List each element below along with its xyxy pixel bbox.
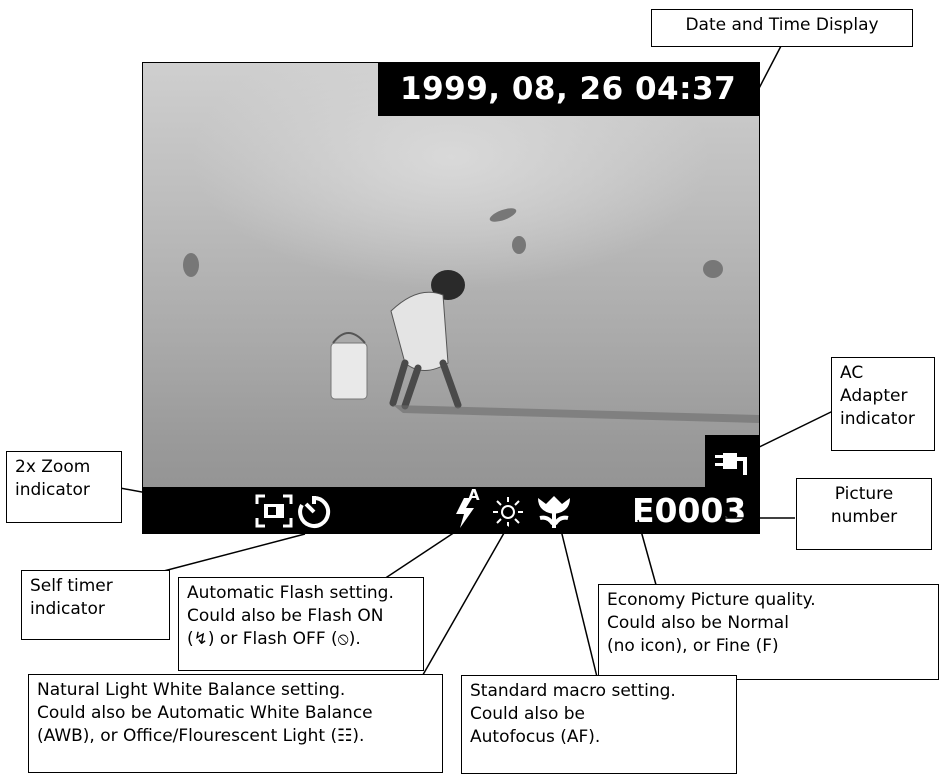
macro-leader: [559, 525, 599, 682]
self-timer-icon: [298, 495, 331, 528]
seagull-icon: [183, 208, 723, 278]
callout-flash: Automatic Flash setting. Could also be F…: [178, 577, 424, 671]
callout-zoom: 2x Zoom indicator: [6, 451, 122, 523]
quality-leader: [637, 519, 659, 593]
sun-icon: [493, 497, 523, 527]
callout-self-timer: Self timer indicator: [21, 570, 170, 640]
callout-white-balance: Natural Light White Balance setting. Cou…: [28, 674, 443, 773]
macro-flower-icon: [538, 496, 570, 528]
child-figure: [330, 270, 465, 410]
ac-adapter-plug-icon: [715, 453, 747, 475]
ac-leader: [744, 410, 834, 455]
flash-leader: [377, 531, 456, 584]
zoom-2x-icon: [255, 494, 293, 528]
flash-auto-letter: A: [468, 486, 480, 504]
callout-picture-quality: Economy Picture quality. Could also be N…: [598, 584, 939, 680]
ac-adapter-indicator: [705, 435, 760, 487]
callout-date-time: Date and Time Display: [651, 9, 913, 47]
callout-picture-number: Picture number: [796, 478, 932, 550]
zoom-leader: [119, 487, 251, 513]
auto-flash-icon: [456, 498, 474, 528]
callout-macro: Standard macro setting. Could also be Au…: [461, 675, 737, 774]
camera-preview-photo: [142, 62, 760, 534]
picture-number-readout: E0003: [632, 491, 747, 530]
beach-scene: [183, 208, 759, 423]
wb-leader: [419, 525, 509, 681]
date-leader: [754, 45, 782, 97]
callout-ac-adapter: AC Adapter indicator: [831, 357, 935, 451]
date-time-readout: 1999, 08, 26 04:37: [378, 62, 760, 116]
